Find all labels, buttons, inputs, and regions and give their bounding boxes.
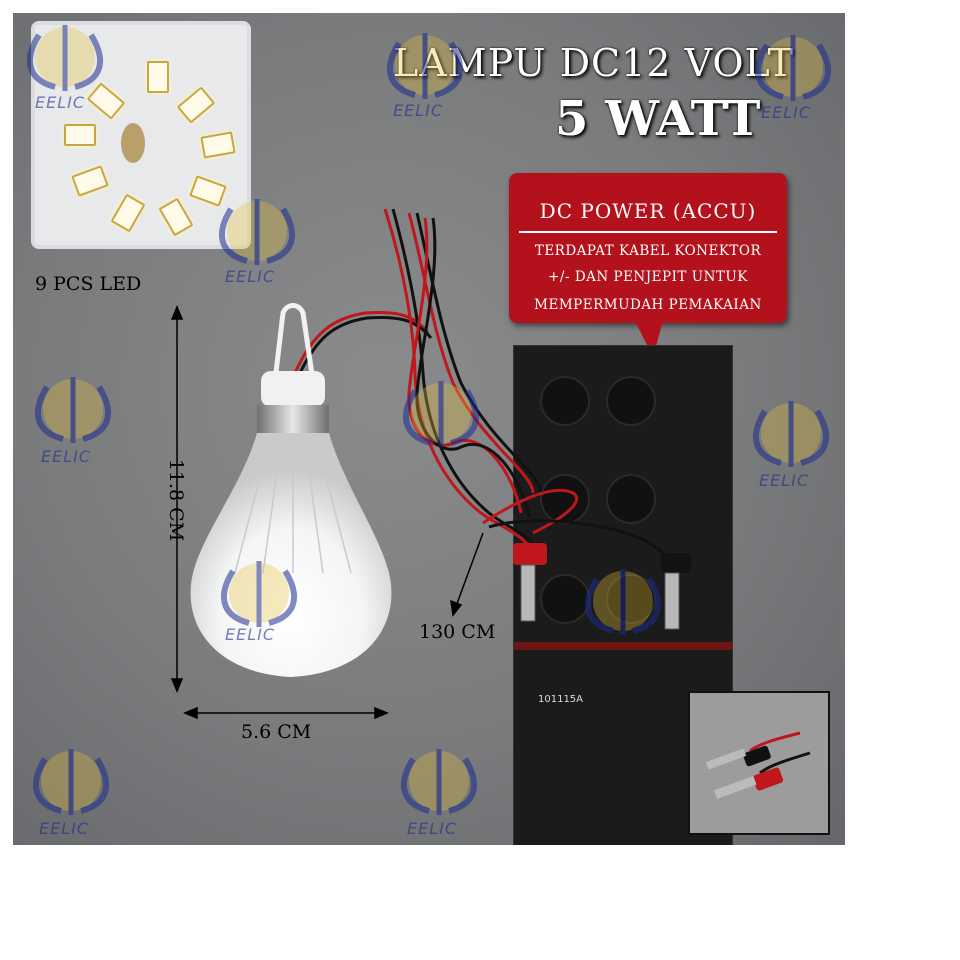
watermark-text: EELIC [759, 471, 810, 490]
black-clamp [661, 553, 691, 630]
callout-line-1: TERDAPAT KABEL KONEKTOR [534, 243, 762, 259]
dimension-arrows [170, 305, 484, 720]
watermark-text: EELIC [761, 103, 812, 122]
battery-code: 101115A [538, 694, 584, 705]
eelic-watermark-logos [27, 25, 831, 815]
callout-line-2: +/- DAN PENJEPIT UNTUK [548, 269, 748, 285]
dc-power-callout: DC POWER (ACCU) TERDAPAT KABEL KONEKTOR … [509, 173, 787, 323]
width-label: 5.6 CM [241, 721, 312, 743]
title-line-2: 5 WATT [555, 91, 761, 147]
led-panel-photo [35, 25, 247, 245]
callout-divider [519, 231, 777, 233]
bulb-body [190, 433, 392, 677]
alligator-clips-icon [705, 731, 811, 799]
red-clamp [513, 543, 547, 622]
cable-bundle [293, 208, 677, 584]
clamp-inset-photo [688, 691, 830, 835]
led-count-label: 9 PCS LED [35, 273, 142, 295]
height-label: 11.8 CM [165, 458, 187, 542]
hanger-hook [272, 303, 316, 382]
watermark-text: EELIC [41, 447, 92, 466]
watermark-text: EELIC [225, 625, 276, 644]
watermark-text: EELIC [225, 267, 276, 286]
watermark-text: EELIC [407, 819, 458, 838]
callout-heading: DC POWER (ACCU) [539, 199, 757, 223]
watermark-text: EELIC [393, 101, 444, 120]
watermark-text: EELIC [39, 819, 90, 838]
product-image: LAMPU DC12 VOLT 5 WATT DC POWER (ACCU) T… [13, 13, 845, 845]
cable-length-label: 130 CM [419, 621, 496, 643]
bulb-base [257, 405, 329, 435]
bulb-and-cable-illustration [27, 25, 831, 815]
bulb-cap [261, 371, 325, 407]
callout-line-3: MEMPERMUDAH PEMAKAIAN [534, 297, 762, 313]
watermark-text: EELIC [35, 93, 86, 112]
